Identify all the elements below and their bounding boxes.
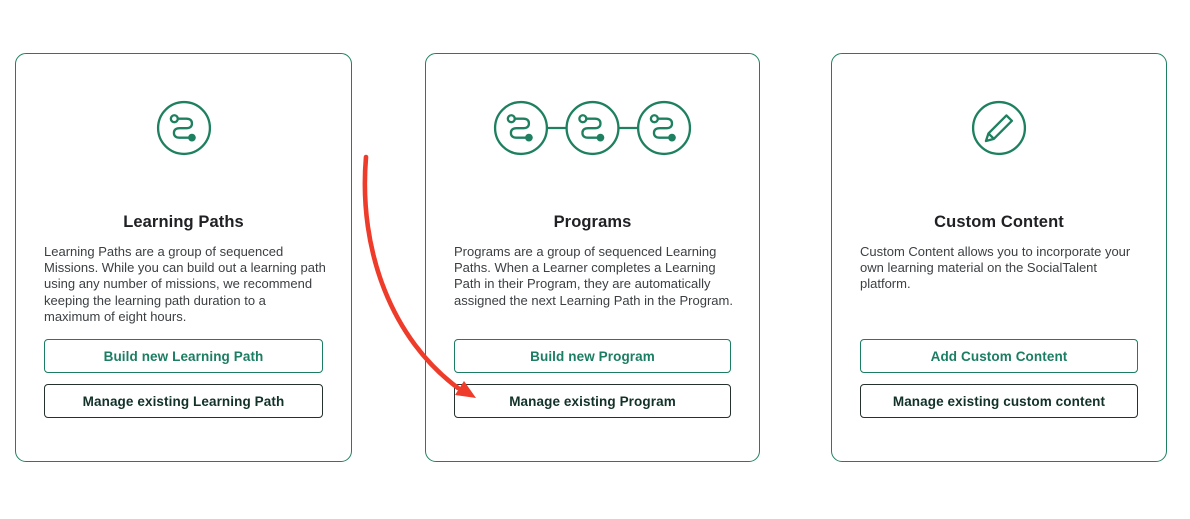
learning-paths-card: Learning Paths Learning Paths are a grou… — [15, 53, 352, 462]
manage-existing-learning-path-button[interactable]: Manage existing Learning Path — [44, 384, 323, 418]
custom-content-title: Custom Content — [934, 212, 1064, 231]
programs-title: Programs — [553, 212, 632, 231]
build-new-learning-path-button[interactable]: Build new Learning Path — [44, 339, 323, 373]
add-custom-content-button[interactable]: Add Custom Content — [860, 339, 1138, 373]
programs-description: Programs are a group of sequenced Learni… — [454, 244, 733, 308]
programs-card: Programs Programs are a group of sequenc… — [425, 53, 760, 462]
learning-paths-description: Learning Paths are a group of sequenced … — [44, 244, 326, 324]
build-new-program-button[interactable]: Build new Program — [454, 339, 731, 373]
custom-content-description: Custom Content allows you to incorporate… — [860, 244, 1131, 292]
manage-existing-custom-content-button[interactable]: Manage existing custom content — [860, 384, 1138, 418]
learning-path-icon — [16, 98, 351, 158]
learning-paths-title: Learning Paths — [123, 212, 244, 231]
program-chain-icon — [426, 98, 759, 158]
custom-content-card: Custom Content Custom Content allows you… — [831, 53, 1167, 462]
manage-existing-program-button[interactable]: Manage existing Program — [454, 384, 731, 418]
pencil-icon — [832, 98, 1166, 158]
